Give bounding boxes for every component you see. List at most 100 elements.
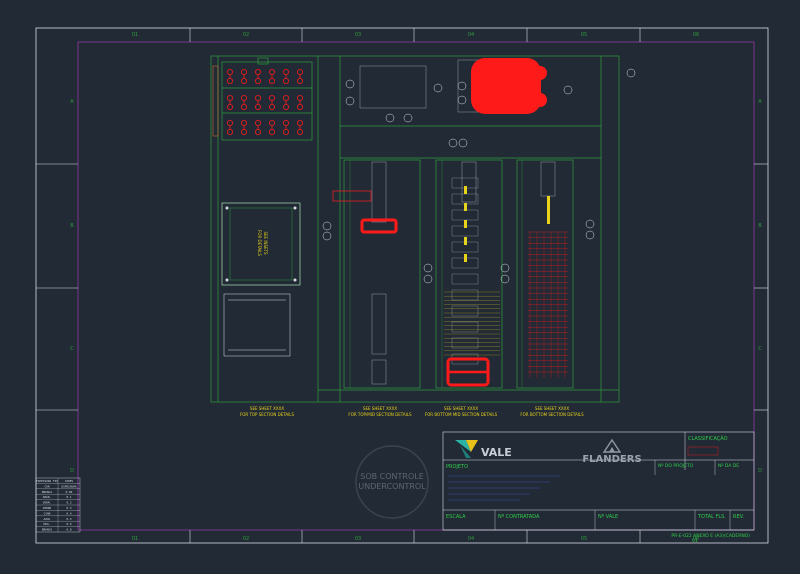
reference-balloon	[458, 138, 468, 148]
watermark: SOB CONTROLE UNDERCONTROL	[355, 445, 429, 519]
breaker-terminal	[296, 78, 303, 85]
col-label-top: 05	[581, 32, 587, 38]
redaction-mark	[471, 58, 541, 114]
breaker-terminal	[240, 120, 247, 127]
legend-cell: ESPESSURA	[61, 484, 76, 488]
breaker-terminal	[268, 69, 275, 76]
breaker-terminal	[296, 69, 303, 76]
breaker-terminal	[296, 120, 303, 127]
nr-contratada-label: Nº CONTRATADA	[498, 514, 540, 520]
breaker-terminal	[226, 128, 233, 135]
row-label-right: B	[758, 223, 762, 229]
section-note-line1: SEE SHEET XXXX	[444, 406, 478, 411]
breaker-block	[221, 57, 313, 141]
flanders-logo-text: FLANDERS	[582, 454, 641, 465]
reference-balloon	[448, 138, 458, 148]
reference-balloon	[457, 95, 467, 105]
nr-vale-label: Nº VALE	[598, 514, 618, 520]
title-block: VALE FLANDERS CLASSIFICAÇÃO PROJETO Nº D…	[442, 431, 755, 544]
breaker-terminal	[268, 78, 275, 85]
breaker-terminal	[296, 104, 303, 111]
panel-assembly	[210, 55, 620, 403]
breaker-contacts	[226, 69, 303, 135]
reference-balloon	[385, 113, 395, 123]
plate-note-line2: FOR DETAILS	[257, 230, 262, 256]
breaker-terminal	[268, 128, 275, 135]
plate-note: SEE INSETS FOR DETAILS	[257, 230, 268, 256]
row-label-right: A	[758, 99, 762, 105]
breaker-terminal	[254, 95, 261, 102]
breaker-terminal	[226, 69, 233, 76]
breaker-terminal	[254, 104, 261, 111]
transformer	[223, 293, 291, 357]
col-label-top: 01	[132, 32, 138, 38]
row-label-right: D	[758, 468, 762, 474]
col-label-top: 02	[243, 32, 249, 38]
reference-balloon	[563, 85, 573, 95]
breaker-terminal	[268, 95, 275, 102]
terminal-block	[451, 209, 479, 221]
legend-cell: 0.5	[66, 517, 71, 521]
inner-frame	[77, 41, 755, 531]
col-label-bottom: 05	[581, 536, 587, 542]
section-note-line1: SEE SHEET XXXX	[363, 406, 397, 411]
legend-cell: BRANCA	[42, 490, 52, 494]
breaker-terminal	[254, 120, 261, 127]
breaker-terminal	[226, 120, 233, 127]
watermark-line2: UNDERCONTROL	[358, 482, 426, 491]
legend-cell: 0.3	[66, 506, 71, 510]
legend-cell: MAG.	[44, 522, 51, 526]
escala-label: ESCALA	[446, 514, 466, 520]
legend-cell: 0.4	[66, 511, 71, 515]
nr-de-label: Nº DA DE	[718, 463, 739, 469]
col-label-top: 06	[693, 32, 699, 38]
legend-cell: VERDE	[43, 506, 52, 510]
section-note-line1: SEE SHEET XXXX	[535, 406, 569, 411]
section-note-line2: FOR BOTTOM SECTION DETAILS	[520, 412, 584, 417]
terminal-block	[451, 321, 479, 333]
breaker-terminal	[296, 95, 303, 102]
terminal-strip-mid	[444, 177, 500, 365]
yellow-bus-mark	[464, 203, 467, 211]
row-label-left: C	[70, 346, 74, 352]
yellow-bus-mark	[464, 254, 467, 262]
outer-frame	[35, 27, 769, 544]
breaker-terminal	[226, 78, 233, 85]
legend-cell: COR	[44, 484, 49, 488]
breaker-terminal	[282, 120, 289, 127]
breaker-terminal	[254, 128, 261, 135]
reference-balloon	[585, 230, 595, 240]
breaker-terminal	[268, 104, 275, 111]
reference-balloon	[345, 79, 355, 89]
nr-projeto-label: Nº DO PROJETO	[658, 463, 694, 469]
terminal-block	[451, 337, 479, 349]
yellow-bus-mark	[464, 220, 467, 228]
row-label-left: A	[70, 99, 74, 105]
row-label-left: B	[70, 223, 74, 229]
reference-balloon	[500, 274, 510, 284]
reference-balloons	[322, 68, 636, 284]
projeto-label: PROJETO	[446, 464, 468, 470]
col-label-bottom: 01	[132, 536, 138, 542]
document-code: PR-E-022 ANEXO E (A3)(CADERNO)	[671, 533, 750, 539]
mounting-plate	[221, 202, 301, 286]
breaker-terminal	[240, 104, 247, 111]
panel-outline	[210, 55, 620, 403]
yellow-bus-mark	[464, 186, 467, 194]
section-note-line2: FOR TOP/MID SECTION DETAILS	[348, 412, 412, 417]
rev-label: REV.	[733, 514, 744, 520]
reference-balloon	[423, 274, 433, 284]
plate-note-line1: SEE INSETS	[263, 231, 268, 255]
legend-cell: VERM.	[43, 501, 52, 505]
legend-header: ESPESSURA FIO	[36, 479, 58, 483]
reference-balloon	[433, 83, 443, 93]
